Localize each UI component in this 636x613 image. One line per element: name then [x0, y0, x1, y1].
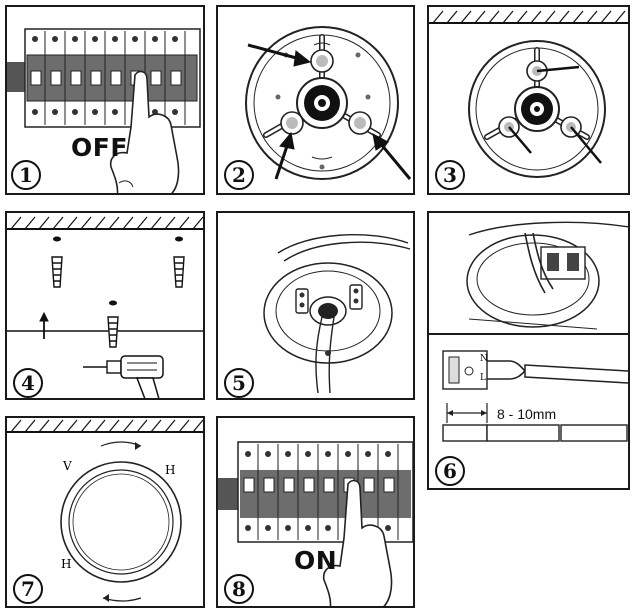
step-4-panel: 4 — [5, 211, 205, 400]
strip-length-label: 8 - 10mm — [497, 406, 557, 422]
ceiling-icon — [7, 216, 203, 332]
arrow-icon — [247, 43, 412, 180]
ceiling-light-icon — [466, 221, 628, 330]
step-8-panel: ON 8 — [216, 416, 415, 608]
terminal-letter-l: L — [480, 373, 486, 383]
svg-text:H: H — [165, 463, 175, 477]
svg-text:H: H — [61, 557, 71, 571]
ceiling-icon — [429, 7, 628, 24]
step-5-number: 5 — [224, 368, 254, 398]
rotate-icon — [100, 441, 142, 602]
step-3-number: 3 — [435, 160, 465, 190]
off-label: OFF — [71, 133, 128, 162]
ceiling-icon — [7, 419, 203, 433]
wall-plug-icon — [39, 256, 185, 348]
step-3-panel: 3 — [427, 5, 630, 195]
step-5-panel: 5 — [216, 211, 415, 400]
terminal-letter-n: N — [480, 354, 488, 364]
circuit-breaker-icon — [7, 28, 201, 128]
terminal-block-icon — [442, 350, 488, 390]
step-7-number: 7 — [13, 574, 43, 604]
step-7-panel: V H H 7 — [5, 416, 205, 608]
drill-icon — [83, 355, 164, 398]
wire-icon — [442, 360, 628, 442]
circuit-breaker-icon — [218, 441, 413, 543]
step-1-number: 1 — [11, 160, 41, 190]
step-4-number: 4 — [13, 368, 43, 398]
step-6-panel: N L 8 - 10mm 6 — [427, 211, 630, 490]
ceiling-light-icon: V H H — [60, 459, 182, 583]
hand-icon — [322, 479, 393, 606]
panel-6-divider — [429, 333, 628, 335]
step-2-panel: 2 — [216, 5, 415, 195]
step-1-panel: OFF 1 — [5, 5, 205, 195]
step-6-number: 6 — [435, 456, 465, 486]
step-8-number: 8 — [224, 574, 254, 604]
svg-text:V: V — [62, 459, 72, 473]
hand-icon — [109, 70, 180, 193]
on-label: ON — [294, 546, 338, 575]
step-2-number: 2 — [224, 160, 254, 190]
mounting-plate-icon — [468, 40, 606, 178]
ceiling-light-icon — [263, 234, 411, 394]
